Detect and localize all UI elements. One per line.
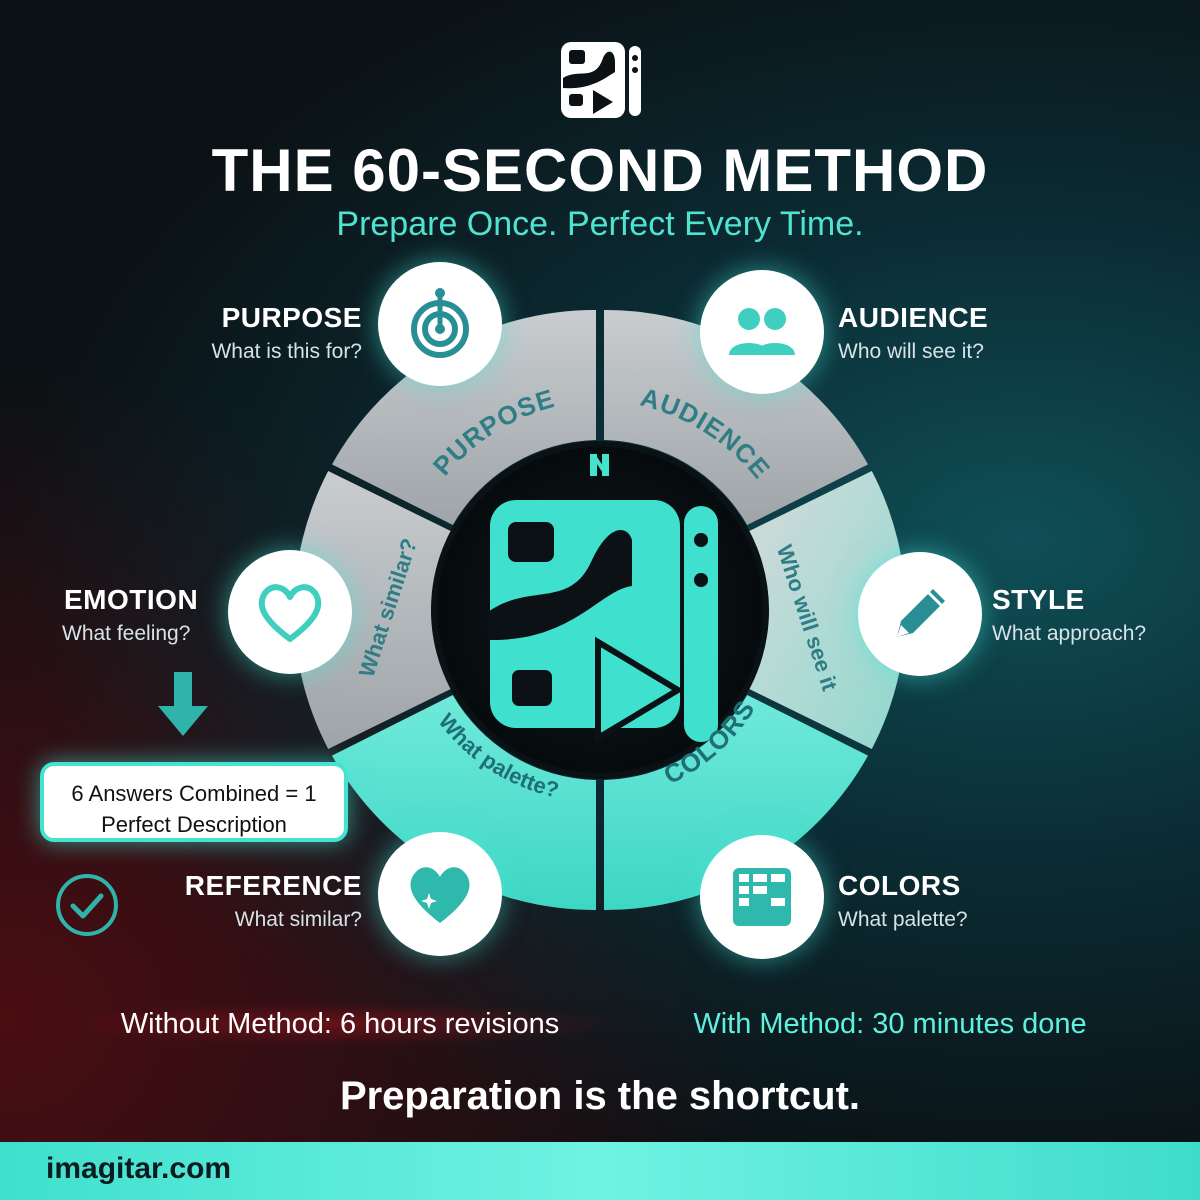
segment-style [749, 471, 906, 749]
pencil-icon [858, 552, 982, 676]
page-title: THE 60-SECOND METHOD [211, 137, 989, 204]
colors-title: COLORS [838, 870, 961, 901]
page-subtitle: Prepare Once. Perfect Every Time. [336, 205, 864, 243]
segment-similar [294, 471, 451, 749]
brand-logo-icon [555, 38, 645, 122]
reference-question: What similar? [234, 908, 362, 931]
segment-audience [604, 309, 868, 525]
arrow-down-icon [158, 672, 208, 736]
heart-icon [228, 550, 352, 674]
check-circle-icon [56, 874, 118, 936]
reference-title: REFERENCE [184, 870, 362, 901]
emotion-title: EMOTION [64, 584, 199, 615]
without-method-text: Without Method: 6 hours revisions [60, 1002, 620, 1046]
audience-question: Who will see it? [838, 340, 984, 363]
summary-line-1: 6 Answers Combined = 1 [71, 781, 317, 806]
method-wheel: PURPOSE AUDIENCE Who will see it COLORS … [294, 309, 906, 911]
sparkle-heart-icon [378, 832, 502, 956]
people-icon [700, 270, 824, 394]
audience-title: AUDIENCE [838, 302, 989, 333]
with-method-text: With Method: 30 minutes done [693, 1008, 1087, 1040]
palette-grid-icon [700, 835, 824, 959]
segment-palette [332, 695, 596, 911]
purpose-question: What is this for? [211, 340, 362, 363]
footer-url-link[interactable]: imagitar.com [46, 1152, 232, 1185]
footer-bar [0, 1142, 1200, 1200]
summary-line-2: Perfect Description [101, 812, 287, 837]
segment-colors [604, 695, 868, 911]
style-question: What approach? [992, 622, 1147, 645]
colors-question: What palette? [838, 908, 968, 931]
style-title: STYLE [992, 584, 1085, 615]
purpose-title: PURPOSE [221, 302, 362, 333]
center-logo-icon [488, 500, 718, 744]
tagline: Preparation is the shortcut. [339, 1074, 861, 1118]
mini-logo-icon [590, 454, 609, 476]
segment-purpose [332, 309, 596, 525]
summary-box: 6 Answers Combined = 1 Perfect Descripti… [40, 762, 348, 842]
target-icon [378, 262, 502, 386]
emotion-question: What feeling? [62, 622, 191, 645]
